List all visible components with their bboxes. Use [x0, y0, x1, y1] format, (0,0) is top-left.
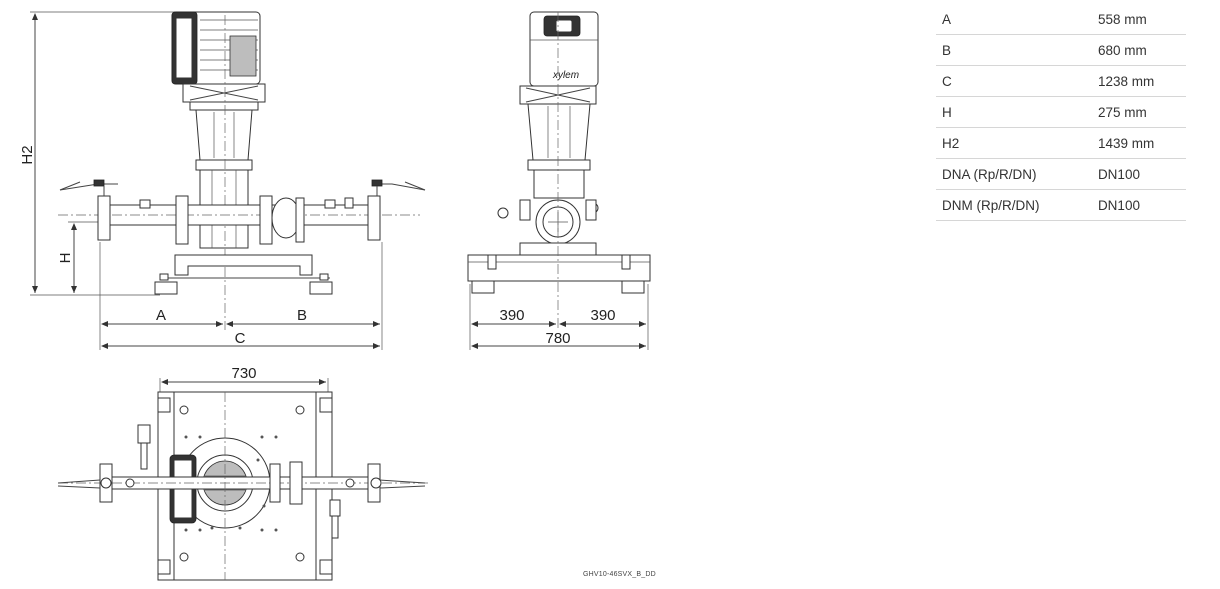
- table-row: H2 1439 mm: [936, 127, 1186, 159]
- side-view: xylem 390 390 780: [467, 11, 651, 350]
- dimension-value: 680 mm: [1097, 34, 1186, 66]
- dimension-label: B: [936, 34, 1098, 66]
- dimension-label: A: [936, 4, 1098, 35]
- dimensions-table: A 558 mm B 680 mm C 1238 mm H 275 mm H2 …: [936, 4, 1186, 221]
- dim-side-left-label: 390: [499, 307, 524, 324]
- dimension-value: 275 mm: [1097, 96, 1186, 128]
- table-row: H 275 mm: [936, 96, 1186, 128]
- dim-h-label: H: [57, 253, 74, 264]
- dim-top-width-label: 730: [231, 365, 256, 382]
- dim-c-label: C: [235, 330, 246, 347]
- table-row: DNM (Rp/R/DN) DN100: [936, 189, 1186, 221]
- dimension-label: C: [936, 65, 1098, 97]
- table-row: C 1238 mm: [936, 65, 1186, 97]
- dimension-value: DN100: [1097, 189, 1186, 221]
- dimension-label: DNA (Rp/R/DN): [936, 158, 1098, 190]
- dimension-value: 1238 mm: [1097, 65, 1186, 97]
- dimension-label: H2: [936, 127, 1098, 159]
- dim-b-label: B: [297, 307, 307, 324]
- dimension-value: DN100: [1097, 158, 1186, 190]
- drawing-caption: GHV10-46SVX_B_DD: [583, 571, 656, 578]
- table-row: B 680 mm: [936, 34, 1186, 66]
- brand-label: xylem: [552, 70, 579, 81]
- dimension-value: 558 mm: [1097, 4, 1186, 35]
- dim-a-label: A: [156, 307, 166, 324]
- dimension-label: DNM (Rp/R/DN): [936, 189, 1098, 221]
- table-row: A 558 mm: [936, 4, 1186, 35]
- dimension-label: H: [936, 96, 1098, 128]
- dimension-value: 1439 mm: [1097, 127, 1186, 159]
- table-row: DNA (Rp/R/DN) DN100: [936, 158, 1186, 190]
- front-view: H2 H: [19, 11, 426, 350]
- dim-h2-label: H2: [19, 145, 36, 164]
- dim-side-right-label: 390: [590, 307, 615, 324]
- dim-side-total-label: 780: [545, 330, 570, 347]
- top-view: 730: [57, 365, 430, 581]
